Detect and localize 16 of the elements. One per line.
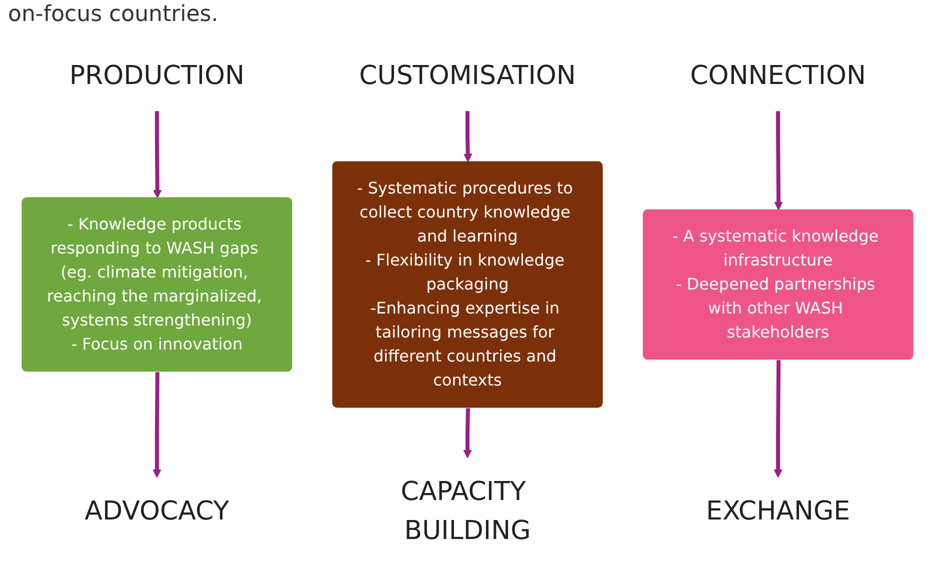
node-box: - A systematic knowledge infrastructure - Deepened partnerships with other WASH stakeholders [642, 209, 914, 360]
arrow [774, 360, 782, 478]
arrow [774, 111, 783, 210]
node-text: PRODUCTION [69, 61, 245, 92]
node-text: CONNECTION [690, 61, 866, 92]
arrow [152, 111, 162, 198]
node-text: EXCHANGE [706, 496, 850, 526]
node-box: - Systematic procedures to collect country knowledge and learning - Flexibility in knowledge packaging -Enhancing expertise in tailoring messages for different countries and contexts [332, 161, 603, 408]
node-text: CUSTOMISATION [359, 61, 576, 92]
node-text: CAPACITY BUILDING [400, 476, 531, 546]
node-box: - Knowledge products responding to WASH gaps (eg. climate mitigation, reaching the marginalized, systems strengthening) - Focus on innovation [22, 197, 292, 372]
arrow [152, 372, 162, 478]
note-text: on-focus countries. [8, 2, 218, 27]
arrow [463, 111, 472, 162]
arrow [463, 408, 472, 458]
node-text: ADVOCACY [84, 496, 230, 526]
